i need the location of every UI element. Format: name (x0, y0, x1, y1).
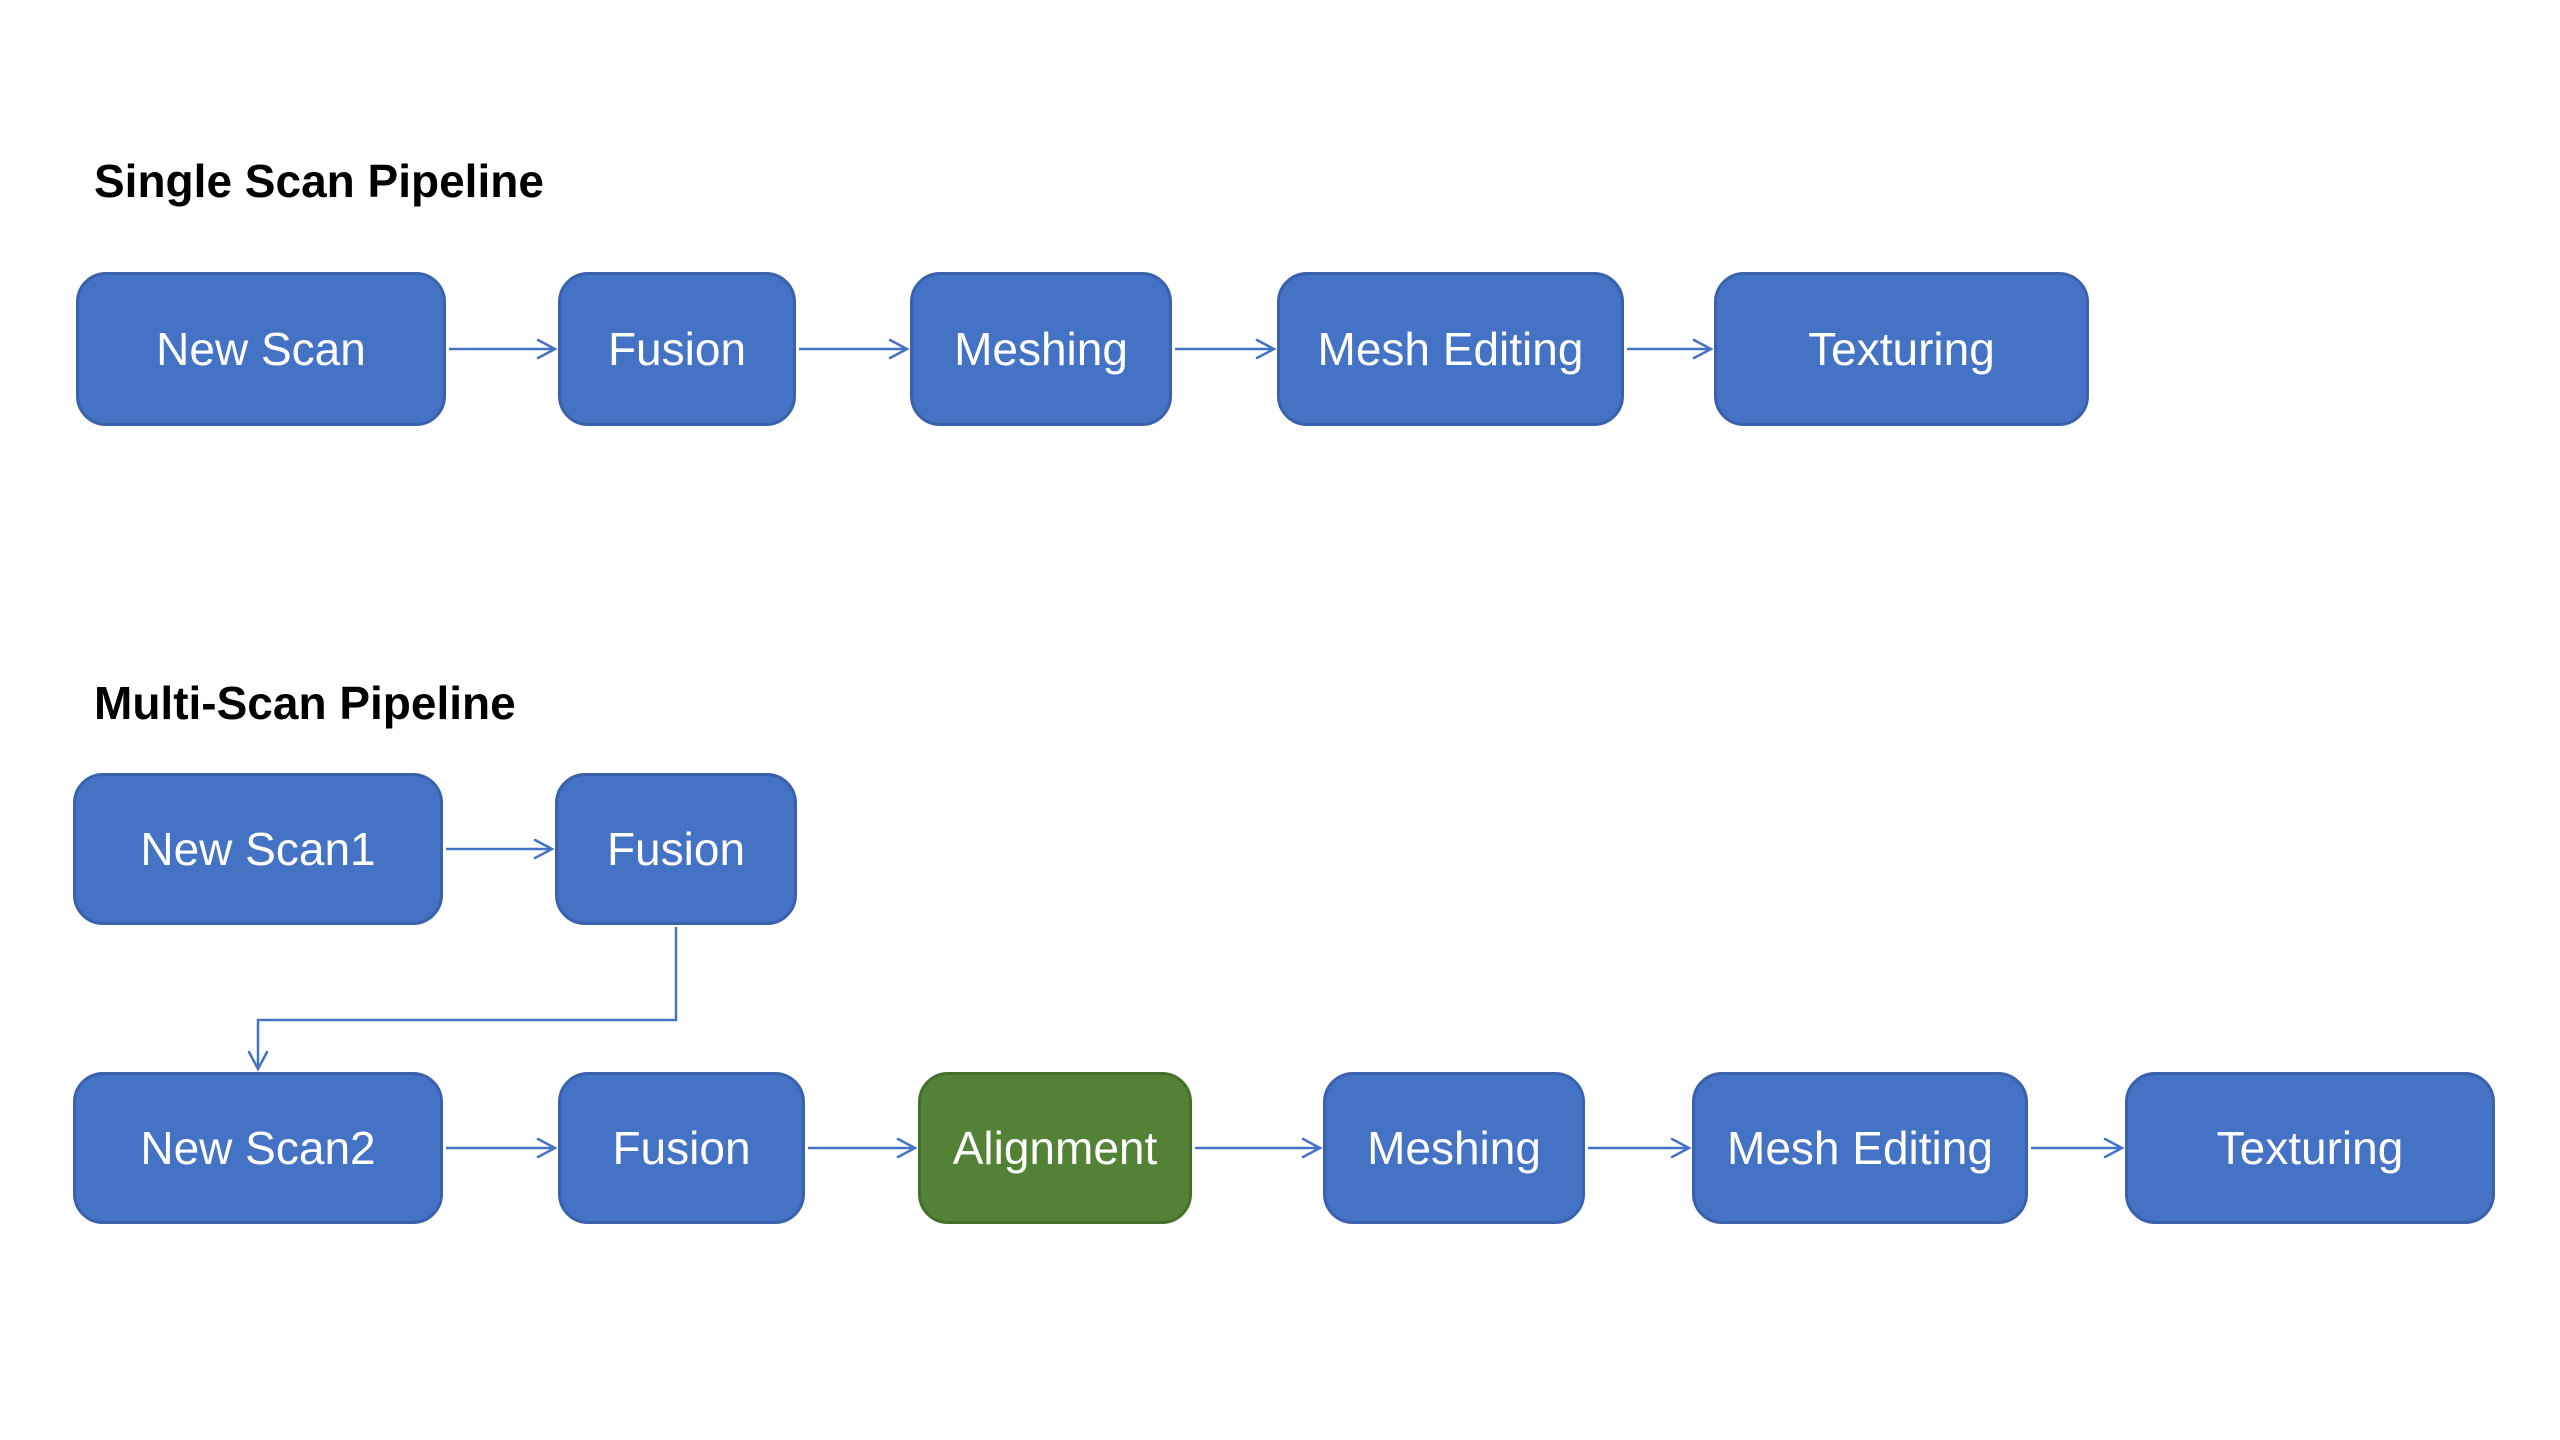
node-multi-alignment: Alignment (918, 1072, 1192, 1224)
node-multi-new-scan1: New Scan1 (73, 773, 443, 925)
arrow-multi-fusion-to-newscan2-elbow (247, 927, 678, 1072)
node-multi-new-scan2: New Scan2 (73, 1072, 443, 1224)
node-single-new-scan: New Scan (76, 272, 446, 426)
node-multi-meshing: Meshing (1323, 1072, 1585, 1224)
node-multi-texturing: Texturing (2125, 1072, 2495, 1224)
node-single-fusion: Fusion (558, 272, 796, 426)
node-multi-fusion1: Fusion (555, 773, 797, 925)
node-multi-fusion2: Fusion (558, 1072, 805, 1224)
node-single-texturing: Texturing (1714, 272, 2089, 426)
node-single-mesh-editing: Mesh Editing (1277, 272, 1624, 426)
node-single-meshing: Meshing (910, 272, 1172, 426)
node-multi-mesh-editing: Mesh Editing (1692, 1072, 2028, 1224)
multi-scan-pipeline-title: Multi-Scan Pipeline (94, 677, 516, 729)
single-scan-pipeline-title: Single Scan Pipeline (94, 155, 544, 207)
